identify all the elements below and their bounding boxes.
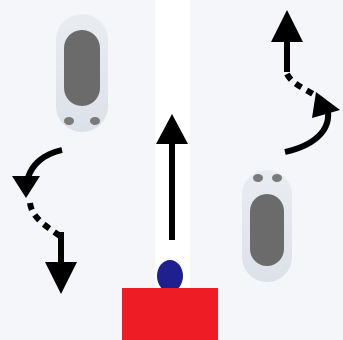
car-headlight-right	[90, 117, 100, 125]
car-headlight-left	[64, 117, 74, 125]
car-top-left	[56, 14, 108, 132]
red-block	[122, 288, 218, 340]
car-bottom-right	[242, 170, 292, 282]
blue-dome-light	[157, 260, 183, 292]
car-headlight-right	[272, 174, 282, 182]
car-body	[64, 30, 100, 106]
car-body	[250, 194, 284, 266]
car-headlight-left	[253, 174, 263, 182]
